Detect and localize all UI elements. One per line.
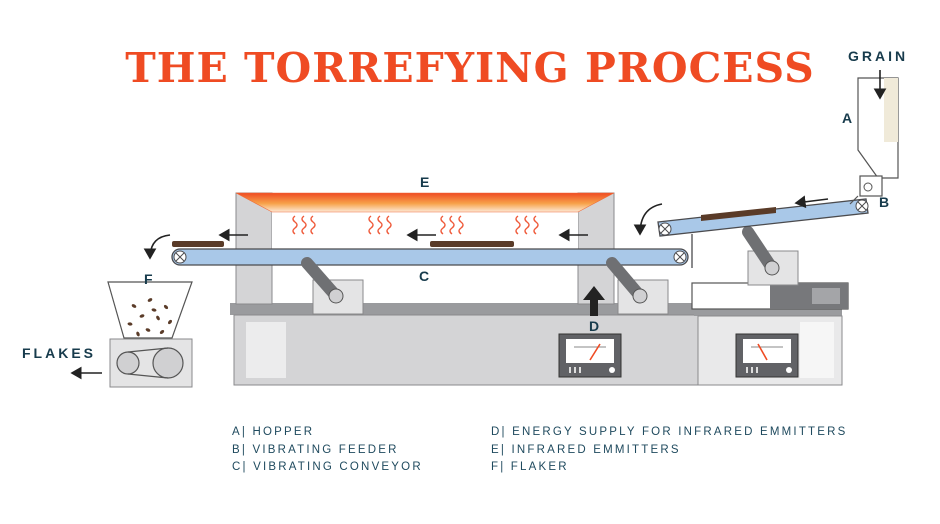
vibrating-conveyor bbox=[171, 248, 689, 266]
heat-waves bbox=[292, 215, 539, 235]
conveyor-supports bbox=[301, 226, 799, 315]
grain-on-conveyors bbox=[172, 207, 776, 247]
label-flakes: FLAKES bbox=[22, 345, 96, 361]
label-d: D bbox=[589, 318, 599, 334]
legend-item-infrared-emitters: E| INFRARED EMMITTERS bbox=[491, 443, 681, 456]
legend-item-energy-supply: D| ENERGY SUPPLY FOR INFRARED EMMITTERS bbox=[491, 426, 848, 438]
legend-item-vibrating-feeder: B| VIBRATING FEEDER bbox=[232, 443, 399, 456]
label-e: E bbox=[420, 174, 429, 190]
legend-item-vibrating-conveyor: C| VIBRATING CONVEYOR bbox=[232, 461, 423, 473]
label-grain: GRAIN bbox=[848, 48, 908, 64]
flaker bbox=[107, 281, 193, 388]
gauge-left bbox=[558, 333, 622, 378]
energy-supply-arrow bbox=[583, 286, 605, 316]
gauge-right bbox=[735, 333, 799, 378]
label-c: C bbox=[419, 268, 429, 284]
label-a: A bbox=[842, 110, 852, 126]
legend-left: A| HOPPER B| VIBRATING FEEDER C| VIBRATI… bbox=[232, 424, 423, 477]
legend-item-hopper: A| HOPPER bbox=[232, 426, 315, 438]
label-b: B bbox=[879, 194, 889, 210]
legend-right: D| ENERGY SUPPLY FOR INFRARED EMMITTERS … bbox=[491, 424, 848, 477]
feeder-conveyor bbox=[657, 198, 869, 237]
page-title: THE TORREFYING PROCESS bbox=[125, 44, 815, 92]
flow-arrows bbox=[70, 70, 887, 380]
label-f: F bbox=[144, 271, 153, 287]
hopper bbox=[849, 77, 899, 205]
legend-item-flaker: F| FLAKER bbox=[491, 461, 569, 473]
